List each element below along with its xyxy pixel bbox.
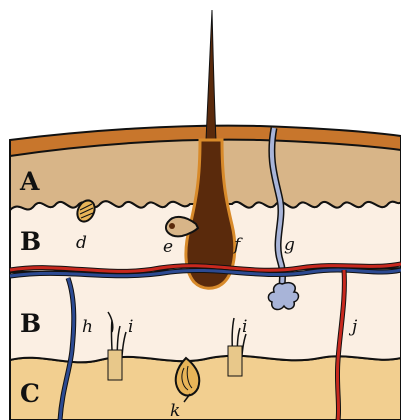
label-e: e: [163, 237, 173, 257]
label-i-left: i: [128, 317, 133, 337]
label-d: d: [76, 233, 87, 253]
label-g: g: [284, 235, 295, 255]
label-h: h: [82, 317, 93, 337]
nerve-bundle-left: [108, 350, 122, 380]
sebaceous-gland-core: [169, 223, 175, 229]
layer-label-c: C: [20, 379, 40, 408]
nerve-bundle-right: [228, 346, 242, 376]
layer-label-b-upper: B: [20, 227, 41, 256]
label-k: k: [170, 401, 180, 420]
layer-label-b-lower: B: [20, 309, 41, 338]
label-i-right: i: [242, 317, 247, 337]
layer-label-a: A: [19, 167, 40, 196]
